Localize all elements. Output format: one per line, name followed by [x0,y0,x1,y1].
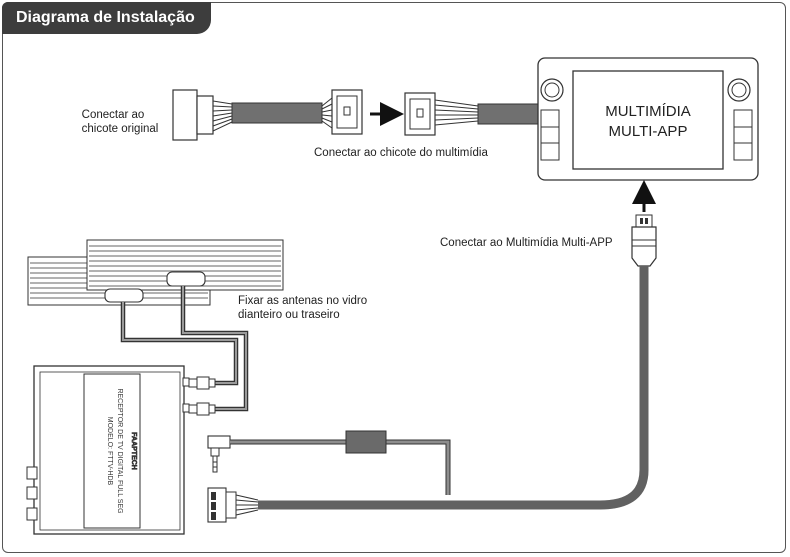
head-unit-line1: MULTIMÍDIA [605,103,691,120]
head-unit-line2: MULTI-APP [609,123,688,140]
multimedia-head-unit: MULTIMÍDIA MULTI-APP [537,57,759,181]
receiver-brand: FAAPTECH [130,432,137,470]
inline-filter [345,430,387,454]
harness-cable-sleeve [231,102,323,124]
multimedia-harness-wires [434,99,479,126]
multi-app-cable [258,266,649,510]
head-unit-screen [572,70,724,170]
label-antenna-2: dianteiro ou traseiro [238,309,340,321]
label-antenna-1: Fixar as antenas no vidro [238,295,367,307]
adapter-connector-male [331,89,363,135]
multimedia-cable-sleeve [477,103,541,125]
label-connect-original-1: Conectar ao [82,109,145,121]
receiver-harness-connector [207,487,259,523]
label-connect-multimedia-harness: Conectar ao chicote do multimídia [314,147,488,159]
antenna-left-module [104,288,144,303]
harness-wires-right [321,97,333,129]
diagram-title: Diagrama de Instalação [2,2,211,34]
antenna-input-connector-1 [188,376,216,390]
receiver-line1: RECEPTOR DE TV DIGITAL FULL SEG [116,388,123,513]
antenna-right-module [166,271,206,287]
multi-app-plug [631,214,657,267]
label-connect-multi-app: Conectar ao Multimídia Multi-APP [440,237,613,249]
original-harness-connector [172,89,233,141]
label-connect-original-2: chicote original [82,123,159,135]
adapter-connector-female [404,92,436,136]
audio-jack-plug [207,435,231,473]
antenna-input-connector-2 [188,402,216,416]
tv-receiver-box: FAAPTECH RECEPTOR DE TV DIGITAL FULL SEG… [26,365,190,535]
receiver-line2: MODELO: FTTV-HDB [106,417,113,486]
